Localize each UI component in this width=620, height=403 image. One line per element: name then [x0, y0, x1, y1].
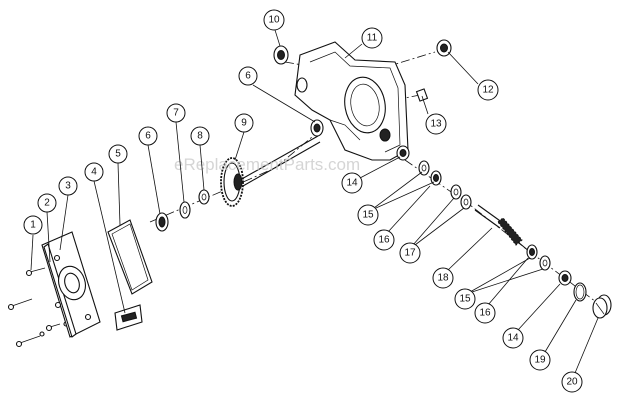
callout-label: 15 — [362, 210, 374, 221]
cover-plate — [41, 231, 101, 338]
callout-4: 4 — [84, 162, 104, 182]
callout-label: 16 — [378, 235, 390, 246]
callout-8: 8 — [190, 126, 210, 146]
callout-label: 19 — [534, 355, 546, 366]
plug — [592, 294, 612, 319]
callout-label: 16 — [479, 308, 491, 319]
callout-10: 10 — [263, 9, 285, 31]
callout-11: 11 — [361, 27, 383, 49]
callout-2: 2 — [37, 193, 57, 213]
callout-20: 20 — [561, 371, 583, 393]
gasket — [107, 219, 153, 295]
callout-15-lower: 15 — [454, 288, 476, 310]
callout-label: 18 — [437, 273, 449, 284]
bearing-lower — [155, 212, 169, 232]
callout-19: 19 — [529, 349, 551, 371]
worm-shaft — [474, 204, 531, 253]
callout-9: 9 — [234, 113, 254, 133]
callout-label: 11 — [367, 33, 378, 44]
callout-14-upper: 14 — [341, 172, 363, 194]
callout-1: 1 — [23, 215, 43, 235]
callout-label: 4 — [91, 167, 97, 178]
callout-label: 20 — [566, 377, 578, 388]
callout-label: 7 — [173, 108, 179, 119]
callout-15-upper: 15 — [357, 204, 379, 226]
callout-label: 13 — [430, 119, 442, 130]
callout-label: 2 — [44, 198, 50, 209]
callout-label: 14 — [346, 178, 358, 189]
callout-label: 5 — [115, 149, 121, 160]
callout-label: 8 — [197, 131, 203, 142]
callout-7: 7 — [166, 103, 186, 123]
watermark-text: eReplacementParts.com — [174, 155, 360, 174]
callout-label: 15 — [459, 294, 471, 305]
callout-6-lower: 6 — [138, 126, 158, 146]
bearing-upper — [310, 119, 324, 137]
washer-stack-upper — [418, 160, 472, 210]
callout-6-upper: 6 — [238, 66, 258, 86]
callout-13: 13 — [425, 113, 447, 135]
callout-label: 3 — [65, 181, 71, 192]
seal-middle — [396, 145, 410, 161]
washer-stack-lower — [526, 244, 572, 286]
callout-label: 1 — [30, 220, 36, 231]
callout-12: 12 — [477, 79, 499, 101]
callout-14-lower: 14 — [502, 327, 524, 349]
decal — [114, 304, 143, 331]
callout-label: 6 — [145, 131, 151, 142]
o-ring — [573, 282, 587, 302]
seal-top — [273, 45, 289, 65]
callout-16-lower: 16 — [474, 302, 496, 324]
gearbox-housing — [294, 41, 409, 161]
callout-5: 5 — [108, 144, 128, 164]
callout-label: 9 — [241, 118, 247, 129]
fitting — [415, 88, 429, 102]
washer-set-left — [179, 189, 210, 219]
callout-17: 17 — [399, 242, 421, 264]
callout-label: 10 — [268, 15, 280, 26]
seal-right — [436, 39, 452, 57]
callout-label: 14 — [507, 333, 519, 344]
gear-shaft — [220, 135, 321, 207]
callout-18: 18 — [432, 267, 454, 289]
callout-label: 12 — [482, 85, 494, 96]
callout-16-upper: 16 — [373, 229, 395, 251]
callout-3: 3 — [58, 176, 78, 196]
leader-lines — [30, 29, 599, 374]
callout-label: 17 — [404, 248, 416, 259]
callout-label: 6 — [245, 71, 251, 82]
